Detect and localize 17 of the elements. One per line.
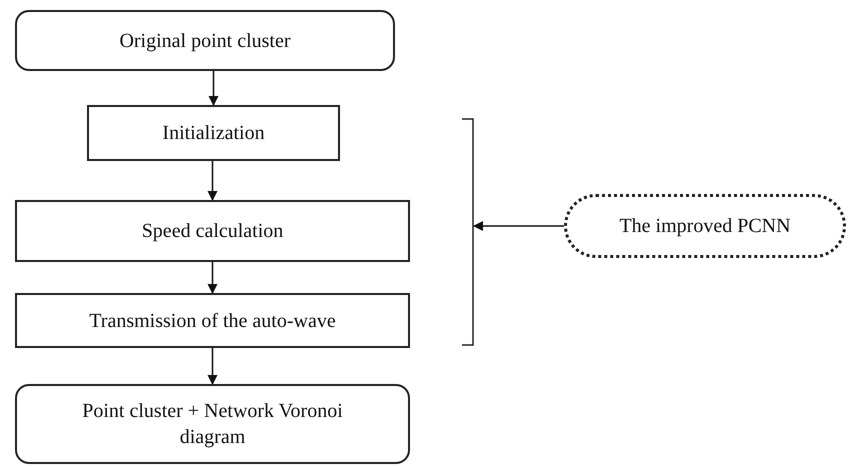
node-label: The improved PCNN [619, 214, 791, 239]
process-box [15, 293, 410, 348]
arrow [473, 221, 564, 231]
arrow [208, 161, 218, 201]
process-box [15, 10, 395, 71]
process-box [15, 200, 410, 262]
node-label: Original point cluster [119, 28, 291, 54]
node-label: Initialization [162, 121, 265, 146]
bracket [462, 118, 474, 346]
process-box [15, 384, 410, 464]
arrow [208, 71, 218, 106]
arrow [208, 348, 218, 385]
node-label: Transmission of the auto-wave [89, 308, 336, 334]
process-box [87, 105, 340, 161]
node-label: Point cluster + Network Voronoi diagram [81, 399, 344, 450]
node-label: Speed calculation [142, 219, 284, 244]
arrow [208, 262, 218, 294]
